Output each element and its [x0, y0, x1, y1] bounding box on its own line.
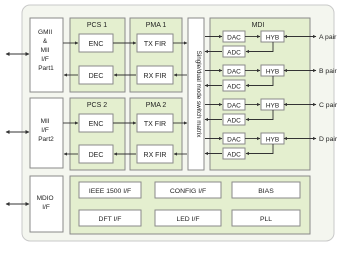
adc-box-b	[222, 79, 246, 92]
mdi-panel	[209, 17, 311, 171]
mdi-title: MDI	[252, 22, 265, 29]
hyb-label-d: HYB	[266, 136, 279, 143]
svg-text:MII I/F Part2: MII I/F Part2	[38, 118, 54, 143]
pma1-rxfir-box	[136, 65, 174, 85]
pll-label: PLL	[260, 216, 272, 223]
pcs2-dec-box	[78, 144, 114, 164]
pcs1-dec-box	[78, 65, 114, 85]
gmii-label-2: &	[43, 38, 48, 45]
dft-box	[78, 209, 142, 227]
pair-label-d: D pair	[319, 136, 338, 143]
bias-box	[231, 181, 301, 199]
gmii-interface-block	[29, 17, 64, 93]
hyb-label-c: HYB	[266, 102, 279, 109]
adc-box-a	[222, 45, 246, 58]
dft-label: DFT I/F	[99, 216, 122, 223]
ieee1500-label: IEEE 1500 I/F	[89, 188, 131, 195]
pair-label-a: A pair	[319, 34, 337, 41]
pma2-title: PMA 2	[146, 102, 167, 109]
pcs2-dec-label: DEC	[89, 152, 104, 159]
dac-label-a: DAC	[227, 34, 241, 41]
pma2-txfir-label: TX FIR	[144, 121, 166, 128]
mdio-interface-block	[29, 175, 64, 233]
mii-label-3: Part2	[38, 136, 54, 143]
pcs1-dec-label: DEC	[89, 73, 104, 80]
adc-label-d: ADC	[227, 151, 241, 158]
mdio-label-2: I/F	[42, 204, 50, 211]
switch-matrix-block	[187, 17, 205, 171]
gmii-label-4: I/F	[41, 56, 49, 63]
pair-label-c: C pair	[319, 102, 338, 109]
led-box	[154, 209, 222, 227]
adc-label-a: ADC	[227, 49, 241, 56]
svg-text:MDIO I/F: MDIO I/F	[37, 195, 56, 211]
hyb-to-adc-arrow-c	[245, 110, 274, 122]
dac-label-d: DAC	[227, 136, 241, 143]
config-label: CONFIG I/F	[170, 188, 206, 195]
pma1-title: PMA 1	[146, 22, 167, 29]
mii-interface-block	[29, 97, 64, 169]
dac-label-c: DAC	[227, 102, 241, 109]
dac-label-b: DAC	[227, 68, 241, 75]
bias-label: BIAS	[258, 188, 274, 195]
hyb-label-a: HYB	[266, 34, 279, 41]
pcs2-title: PCS 2	[87, 102, 107, 109]
hyb-to-adc-arrow-a	[245, 42, 274, 54]
pma1-txfir-label: TX FIR	[144, 41, 166, 48]
svg-text:GMII & MII I/F: GMII & MII I/F Part1	[38, 29, 54, 72]
hyb-label-b: HYB	[266, 68, 279, 75]
ieee1500-box	[78, 181, 142, 199]
pll-box	[231, 209, 301, 227]
led-label: LED I/F	[176, 216, 199, 223]
pcs1-enc-label: ENC	[89, 41, 104, 48]
config-box	[154, 181, 222, 199]
mdio-label-1: MDIO	[37, 195, 54, 202]
hyb-to-adc-arrow-d	[245, 144, 274, 156]
pcs1-title: PCS 1	[87, 22, 107, 29]
adc-label-c: ADC	[227, 117, 241, 124]
pma2-rxfir-label: RX FIR	[144, 152, 167, 159]
adc-box-d	[222, 147, 246, 160]
pma1-rxfir-label: RX FIR	[144, 73, 167, 80]
pcs2-enc-label: ENC	[89, 121, 104, 128]
hyb-to-adc-arrow-b	[245, 76, 274, 88]
mii-label-2: I/F	[41, 127, 49, 134]
pma2-rxfir-box	[136, 144, 174, 164]
adc-box-c	[222, 113, 246, 126]
mii-label-1: MII	[41, 118, 50, 125]
switch-matrix-label: Single/dual mode switch matrix	[195, 51, 202, 139]
datapath-arrows	[63, 41, 188, 156]
adc-label-b: ADC	[227, 83, 241, 90]
gmii-label-1: GMII	[38, 29, 52, 36]
gmii-label-5: Part1	[38, 65, 54, 72]
pair-label-b: B pair	[319, 68, 337, 75]
gmii-label-3: MII	[41, 47, 50, 54]
